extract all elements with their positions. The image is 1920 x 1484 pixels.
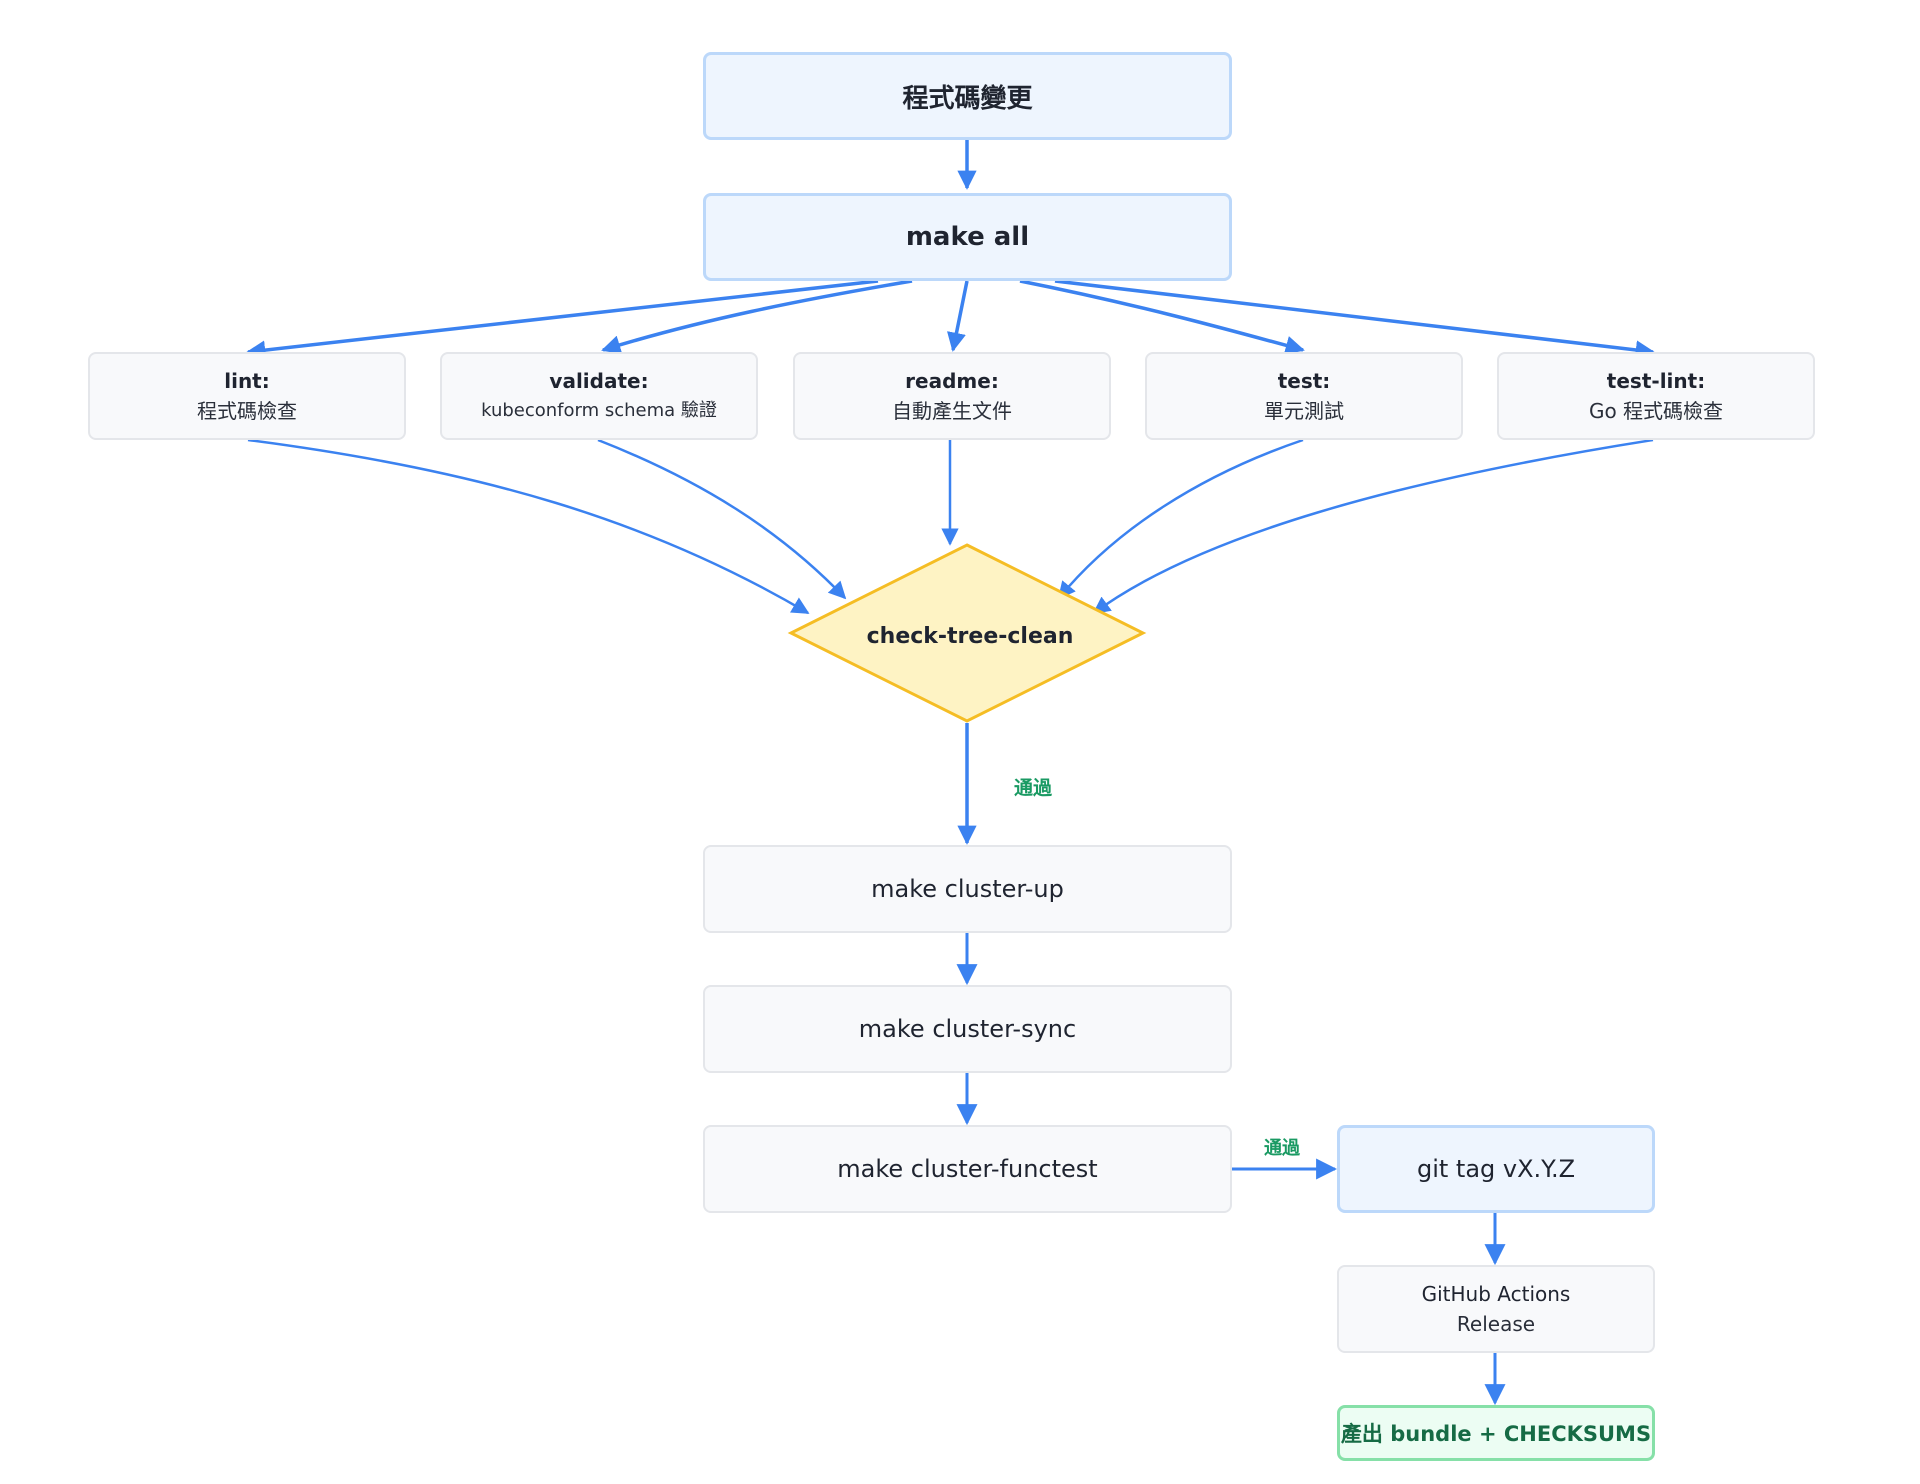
node-bundle-label: 產出 bundle + CHECKSUMS: [1340, 1422, 1652, 1446]
node-check-tree-clean-label[interactable]: check-tree-clean: [866, 623, 1074, 649]
node-cluster-sync[interactable]: make cluster-sync: [703, 985, 1232, 1073]
node-test-lint-title: test-lint:: [1606, 369, 1706, 393]
node-cluster-functest-label: make cluster-functest: [837, 1155, 1098, 1183]
node-cluster-sync-label: make cluster-sync: [858, 1015, 1077, 1043]
node-cluster-up[interactable]: make cluster-up: [703, 845, 1232, 933]
node-github-actions[interactable]: GitHub Actions Release: [1337, 1265, 1655, 1353]
node-test-lint[interactable]: test-lint: Go 程式碼檢查: [1497, 352, 1815, 440]
edge-makeall-to-testlint: [1054, 279, 1655, 360]
node-lint[interactable]: lint: 程式碼檢查: [88, 352, 406, 440]
decision-diamond: [787, 543, 1147, 723]
edge-makeall-to-lint: [246, 279, 879, 360]
edge-test-to-check: [1057, 438, 1304, 600]
node-code-change-label: 程式碼變更: [902, 83, 1033, 114]
node-test-lint-desc: Go 程式碼檢查: [1588, 399, 1724, 423]
node-test-title: test:: [1277, 369, 1331, 393]
edge-label-check-pass: 通過: [1014, 777, 1053, 799]
node-validate[interactable]: validate: kubeconform schema 驗證: [440, 352, 758, 440]
node-github-actions-title: GitHub Actions: [1421, 1282, 1571, 1306]
node-cluster-up-label: make cluster-up: [871, 875, 1064, 903]
node-bundle[interactable]: 產出 bundle + CHECKSUMS: [1337, 1405, 1655, 1461]
edge-makeall-to-readme: [947, 280, 969, 352]
node-test[interactable]: test: 單元測試: [1145, 352, 1463, 440]
edge-validate-to-check: [597, 438, 847, 600]
node-validate-desc: kubeconform schema 驗證: [481, 400, 717, 421]
edge-makeall-to-validate: [601, 279, 913, 355]
edge-label-functest-pass: 通過: [1264, 1138, 1300, 1159]
node-validate-title: validate:: [549, 369, 649, 393]
node-make-all-label: make all: [905, 222, 1030, 252]
node-cluster-functest[interactable]: make cluster-functest: [703, 1125, 1232, 1213]
edge-testlint-to-check: [1092, 438, 1654, 615]
node-readme-desc: 自動產生文件: [892, 399, 1012, 423]
edge-makeall-to-test: [1019, 279, 1305, 355]
node-code-change[interactable]: 程式碼變更: [703, 52, 1232, 140]
node-lint-desc: 程式碼檢查: [197, 399, 297, 423]
node-git-tag-label: git tag vX.Y.Z: [1416, 1155, 1576, 1183]
node-readme-title: readme:: [905, 369, 999, 393]
node-lint-title: lint:: [224, 369, 270, 393]
node-test-desc: 單元測試: [1264, 399, 1344, 423]
node-readme[interactable]: readme: 自動產生文件: [793, 352, 1111, 440]
node-make-all[interactable]: make all: [703, 193, 1232, 281]
edge-lint-to-check: [247, 438, 810, 615]
node-github-actions-desc: Release: [1456, 1312, 1536, 1336]
node-git-tag[interactable]: git tag vX.Y.Z: [1337, 1125, 1655, 1213]
